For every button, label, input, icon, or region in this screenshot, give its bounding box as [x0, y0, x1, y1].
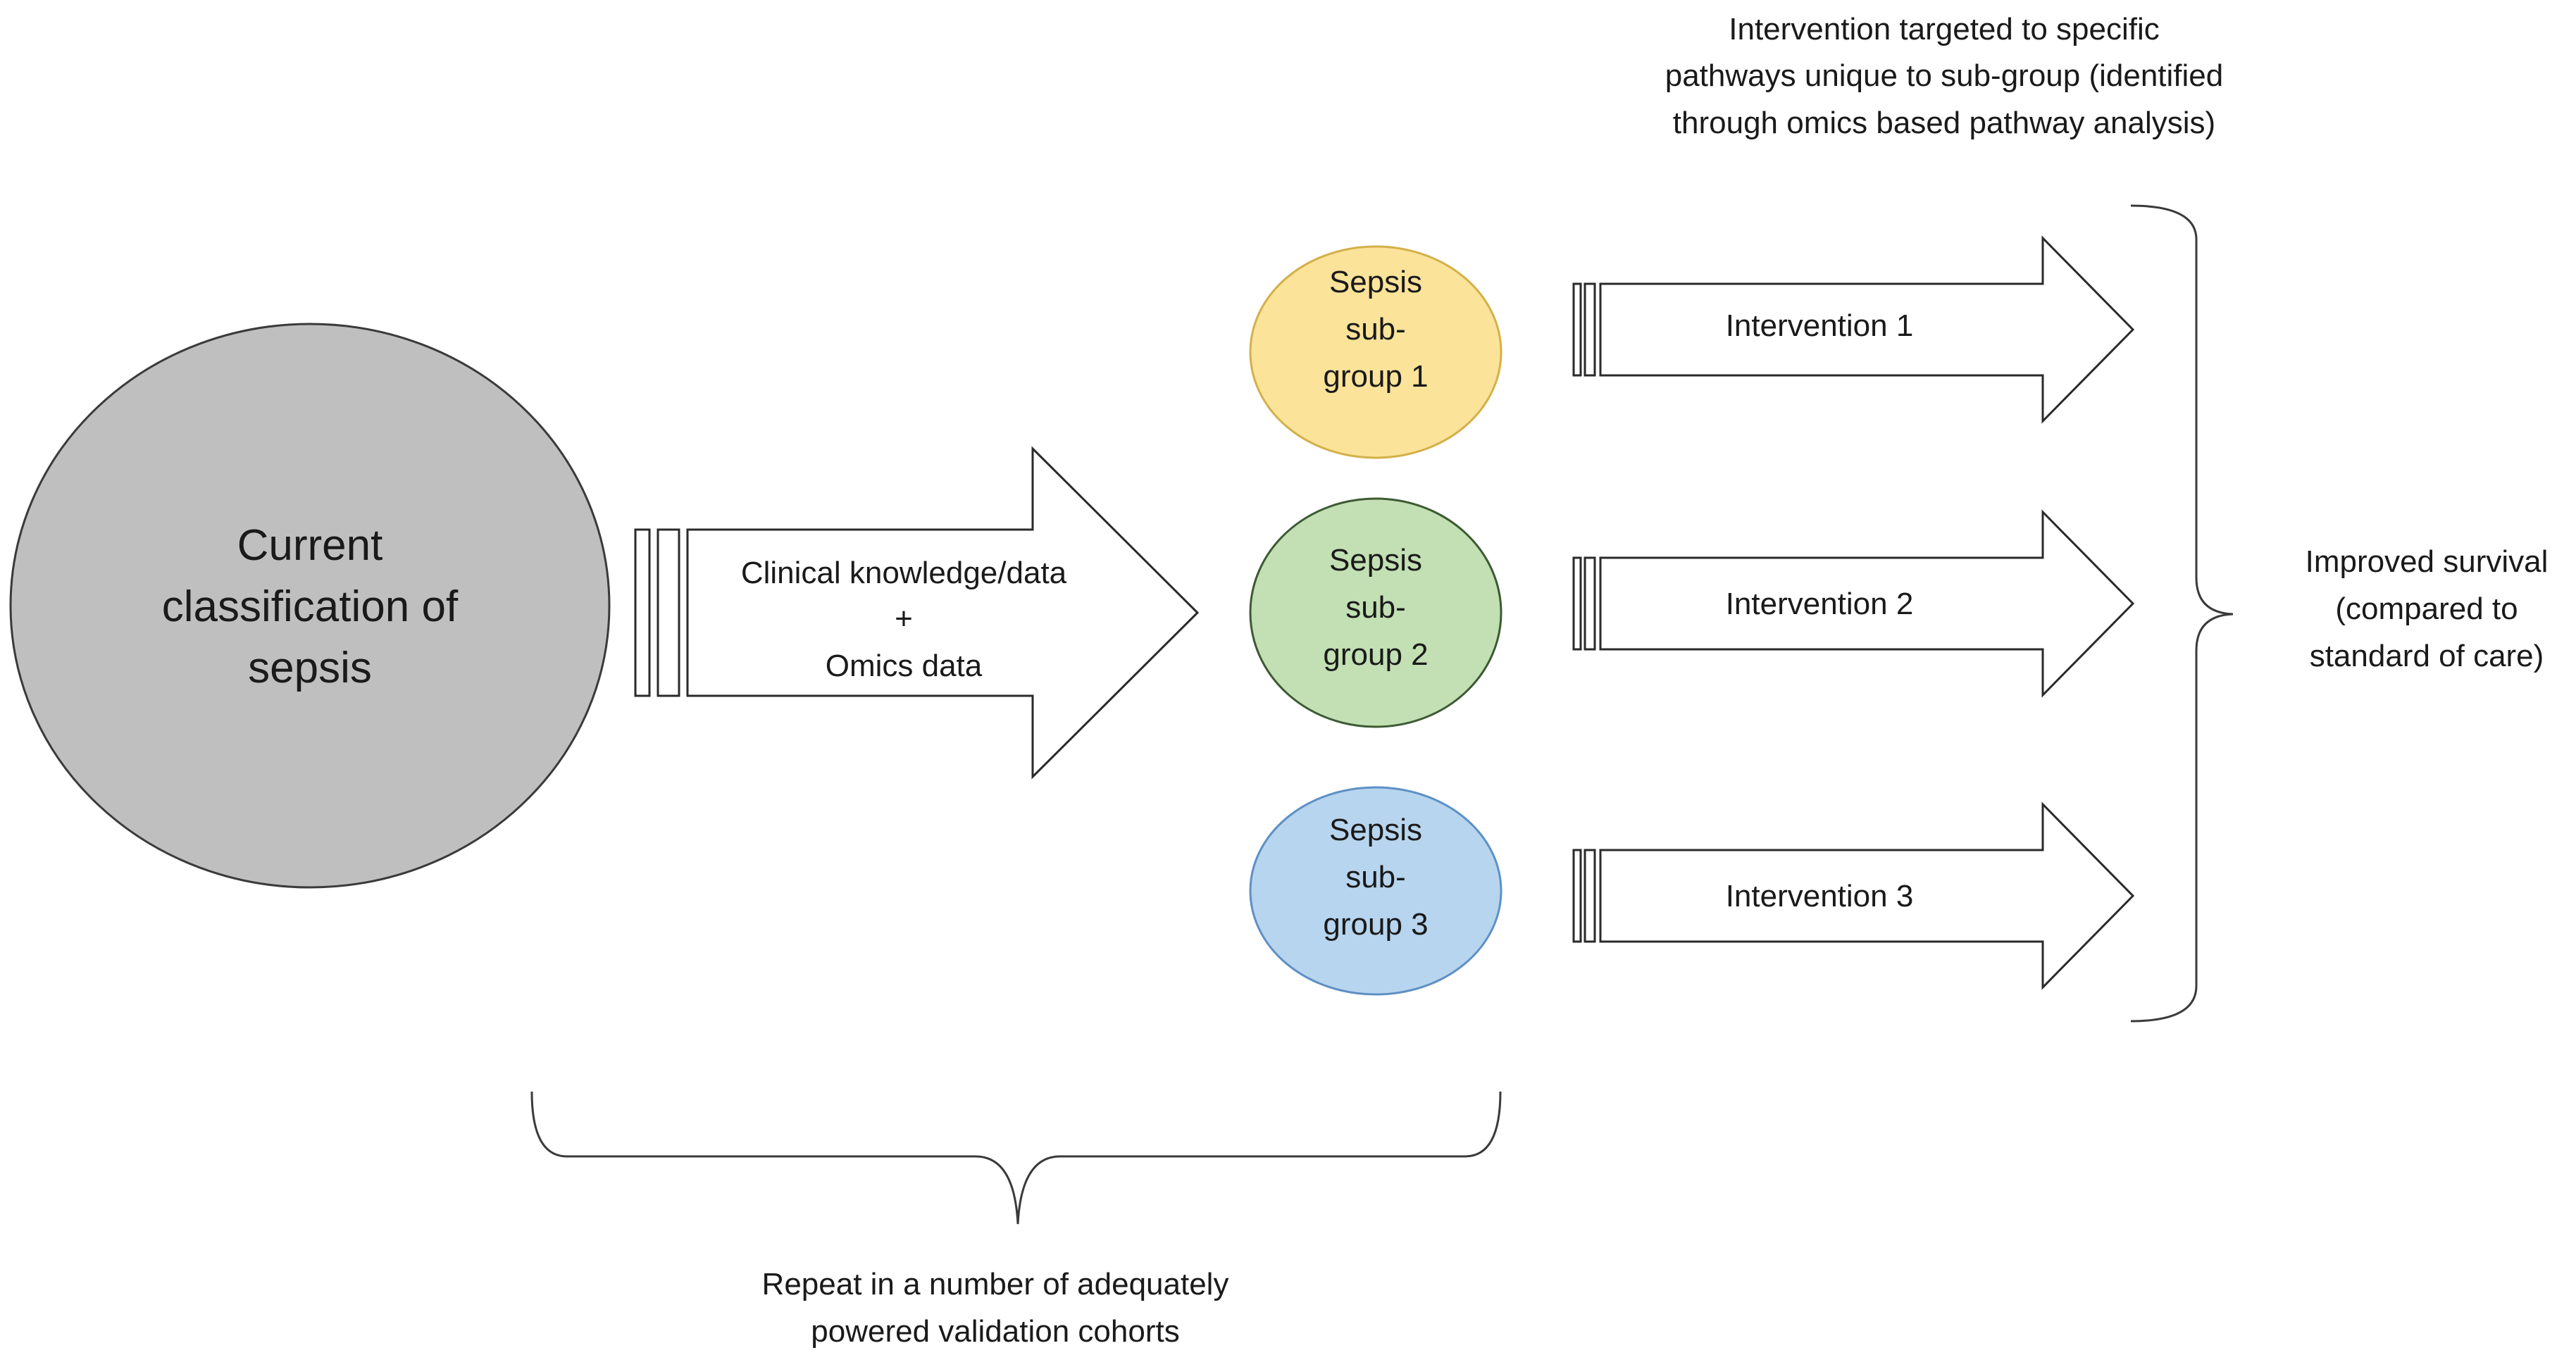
main-circle-line-2: classification of — [162, 582, 459, 631]
current-classification-circle — [9, 323, 611, 889]
intervention-1-body — [1599, 235, 2135, 424]
subgroup-3-circle — [1249, 786, 1502, 996]
subgroup-1-circle — [1249, 245, 1502, 459]
outcome-line-3: standard of care) — [2310, 639, 2544, 673]
intervention-1-label: Intervention 1 — [1726, 308, 1914, 343]
cohort-brace — [530, 1091, 1502, 1225]
outcome-line-2: (compared to — [2335, 592, 2518, 626]
big-arrow-line-1: Clinical knowledge/data — [741, 556, 1067, 590]
intervention-2-stripe-2 — [1583, 556, 1596, 651]
main-circle-line-1: Current — [237, 521, 383, 570]
intervention-3-arrow: Intervention 3 — [1572, 801, 2135, 990]
intervention-1-stripe-2 — [1583, 282, 1596, 377]
outcome-brace — [2130, 204, 2234, 1023]
outcome-annotation: Improved survival (compared to standard … — [2306, 544, 2549, 673]
intervention-3-body — [1599, 801, 2135, 990]
arrow-stripe-2 — [657, 528, 680, 697]
subgroup-2-line-2: sub- — [1345, 590, 1406, 625]
big-arrow-line-2: + — [895, 601, 913, 636]
top-note-line-2: pathways unique to sub-group (identified — [1665, 58, 2224, 93]
subgroup-3-node: Sepsis sub- group 3 — [1249, 786, 1502, 996]
intervention-2-arrow: Intervention 2 — [1572, 509, 2135, 698]
intervention-2-label: Intervention 2 — [1726, 587, 1914, 621]
subgroup-2-line-1: Sepsis — [1329, 543, 1422, 577]
subgroup-2-circle — [1249, 497, 1502, 728]
outcome-line-1: Improved survival — [2306, 544, 2549, 579]
arrow-body — [686, 446, 1200, 780]
subgroup-3-line-1: Sepsis — [1329, 813, 1422, 847]
big-arrow-line-3: Omics data — [826, 649, 983, 683]
bottom-note-line-1: Repeat in a number of adequately — [762, 1267, 1229, 1301]
subgroup-1-line-1: Sepsis — [1329, 265, 1422, 299]
top-annotation: Intervention targeted to specific pathwa… — [1665, 12, 2224, 140]
intervention-3-label: Intervention 3 — [1726, 879, 1914, 913]
subgroup-3-line-2: sub- — [1345, 860, 1406, 894]
clinical-omics-arrow: Clinical knowledge/data + Omics data — [634, 446, 1200, 780]
arrow-stripe-1 — [634, 528, 651, 697]
intervention-3-stripe-2 — [1583, 849, 1596, 943]
subgroup-2-line-3: group 2 — [1323, 637, 1428, 672]
intervention-1-arrow: Intervention 1 — [1572, 235, 2135, 424]
top-note-line-1: Intervention targeted to specific — [1729, 12, 2159, 46]
subgroup-2-node: Sepsis sub- group 2 — [1249, 497, 1502, 728]
intervention-3-stripe-1 — [1572, 849, 1582, 943]
main-circle-line-3: sepsis — [248, 644, 372, 692]
intervention-2-stripe-1 — [1572, 556, 1582, 651]
bottom-annotation: Repeat in a number of adequately powered… — [762, 1267, 1229, 1349]
intervention-1-stripe-1 — [1572, 282, 1582, 377]
current-classification-node: Current classification of sepsis — [9, 323, 611, 889]
top-note-line-3: through omics based pathway analysis) — [1673, 106, 2215, 140]
intervention-2-body — [1599, 509, 2135, 698]
subgroup-3-line-3: group 3 — [1323, 907, 1428, 942]
subgroup-1-line-2: sub- — [1345, 312, 1406, 346]
subgroup-1-line-3: group 1 — [1323, 359, 1428, 394]
subgroup-1-node: Sepsis sub- group 1 — [1249, 245, 1502, 459]
bottom-note-line-2: powered validation cohorts — [811, 1314, 1179, 1349]
